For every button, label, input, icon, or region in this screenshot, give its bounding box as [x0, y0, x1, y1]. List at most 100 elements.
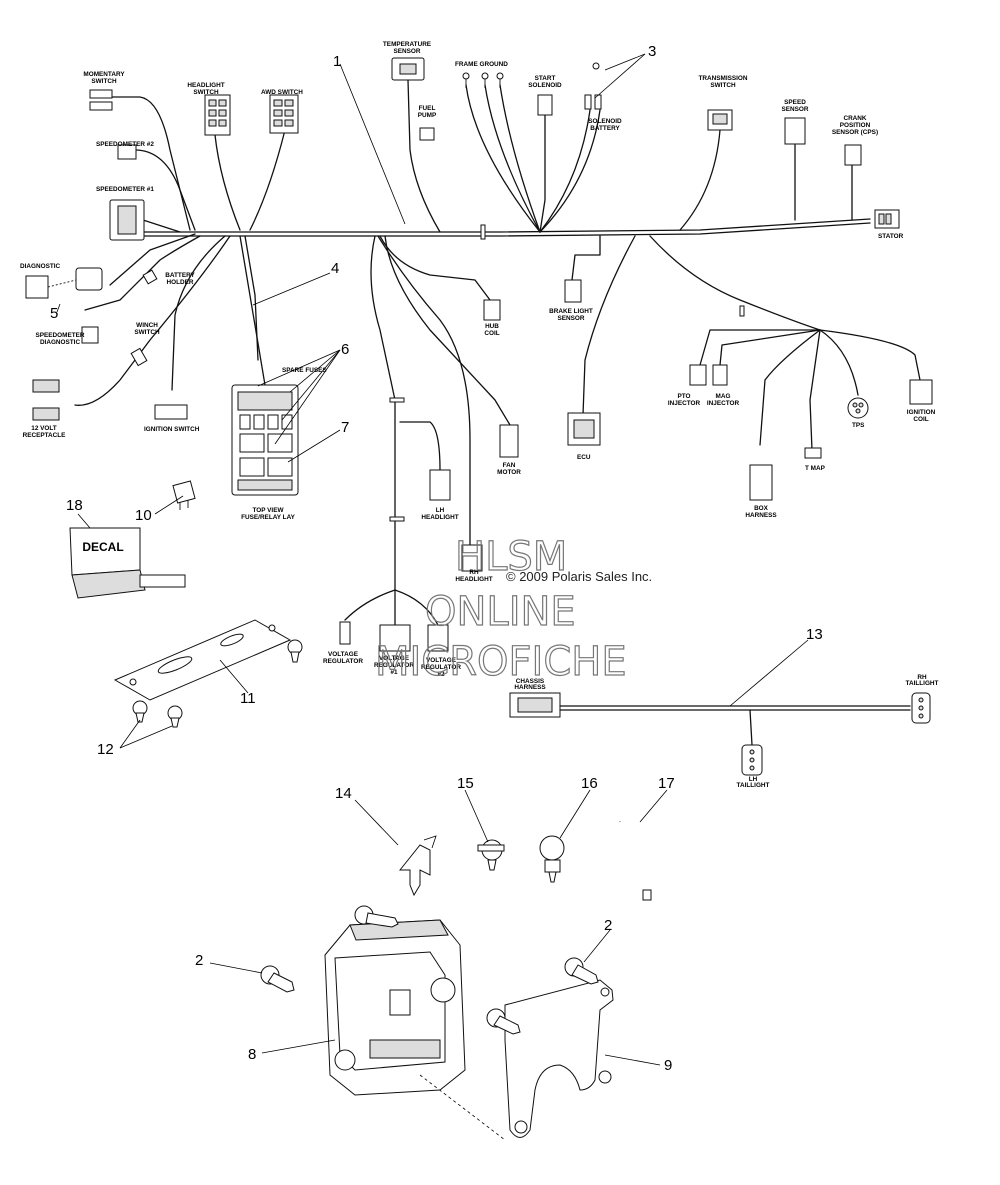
diagnostic-label: DIAGNOSTIC — [20, 263, 61, 270]
voltage-regulator-1-connector — [379, 624, 411, 652]
copyright-text: © 2009 Polaris Sales Inc. — [506, 569, 652, 584]
leader-lines — [56, 53, 809, 1066]
callout-7: 7 — [341, 419, 349, 436]
watermark: HLSM ONLINE MICROFICHE © 2009 Polaris Sa… — [374, 533, 652, 685]
callout-12: 12 — [97, 741, 114, 758]
watermark-line1: HLSM — [455, 534, 567, 580]
tps-connector — [847, 397, 869, 419]
fuel-pump-connector — [419, 127, 435, 141]
callout-17: 17 — [658, 775, 675, 792]
push-rivets-item-2 — [260, 905, 599, 1035]
mag-injector-connector — [712, 364, 728, 386]
awd-switch-label: AWD SWITCH — [261, 89, 303, 96]
voltage-regulator-2-connector — [427, 624, 449, 652]
tmap-connector — [804, 447, 822, 459]
callout-8: 8 — [248, 1046, 256, 1063]
callout-11: 11 — [240, 690, 256, 707]
callout-2a: 2 — [195, 952, 203, 969]
transmission-switch-connector — [707, 109, 733, 131]
fuse-relay-box — [231, 384, 299, 496]
bracket-item-11 — [113, 619, 292, 701]
ignition-switch-connector — [154, 404, 188, 420]
speedometer-diagnostic-connector — [81, 326, 99, 344]
ecu-connector — [567, 412, 601, 446]
ignition-switch-label: IGNITION SWITCH — [144, 426, 200, 433]
ignition-coil-connector — [909, 379, 933, 405]
box-harness-connector — [749, 464, 773, 501]
callout-6: 6 — [341, 341, 349, 358]
frame-ground-label: FRAME GROUND — [455, 61, 508, 68]
start-solenoid-connector — [537, 94, 553, 116]
callout-9: 9 — [664, 1057, 672, 1074]
winch-switch-connector — [130, 347, 148, 367]
fan-motor-connector — [499, 424, 519, 458]
watermark-line3: MICROFICHE — [375, 639, 627, 685]
diagnostic-connector — [25, 267, 103, 299]
push-rivets-item-12 — [132, 639, 303, 728]
clip-item-16 — [539, 835, 565, 883]
stator-connector — [874, 209, 900, 229]
temperature-sensor-connector — [391, 57, 425, 81]
momentary-switch-connector — [89, 89, 113, 111]
speedometer-2-label: SPEEDOMETER #2 — [96, 141, 154, 148]
ecu-module-item-8 — [324, 919, 466, 1096]
solenoid-battery-connector — [584, 62, 602, 110]
speed-sensor-connector — [784, 117, 806, 145]
frame-ground-terminals — [462, 72, 504, 88]
stator-label: STATOR — [878, 233, 904, 240]
watermark-line2: ONLINE — [425, 589, 576, 635]
callout-14: 14 — [335, 785, 352, 802]
brake-light-sensor-connector — [564, 279, 582, 303]
lh-headlight-connector — [429, 469, 451, 501]
voltage-regulator-connector — [339, 621, 351, 645]
speedometer-2-connector — [117, 144, 137, 160]
callout-18: 18 — [66, 497, 83, 514]
connectors — [25, 57, 933, 652]
relay-item-10 — [172, 480, 196, 510]
cable-tie-item-17 — [618, 821, 652, 901]
headlight-switch-connector — [204, 94, 231, 136]
callout-2b: 2 — [604, 917, 612, 934]
tps-label: TPS — [852, 422, 865, 429]
callout-3: 3 — [648, 43, 656, 60]
callout-numbers: 1 2 2 3 4 5 6 7 8 9 10 11 12 13 14 15 16… — [50, 43, 823, 1074]
speedometer-1-connector — [109, 199, 145, 241]
speedometer-1-label: SPEEDOMETER #1 — [96, 186, 154, 193]
rh-headlight-connector — [461, 544, 483, 572]
callout-5: 5 — [50, 305, 58, 322]
awd-switch-connector — [269, 94, 299, 134]
tmap-label: T MAP — [805, 465, 826, 472]
callout-1: 1 — [333, 53, 341, 70]
main-harness — [74, 79, 921, 626]
decal-label: DECAL — [82, 540, 123, 554]
decal-module — [69, 527, 186, 599]
clip-item-15 — [477, 839, 505, 871]
crank-position-sensor-connector — [844, 144, 862, 166]
mounting-bracket-item-9 — [504, 979, 614, 1138]
